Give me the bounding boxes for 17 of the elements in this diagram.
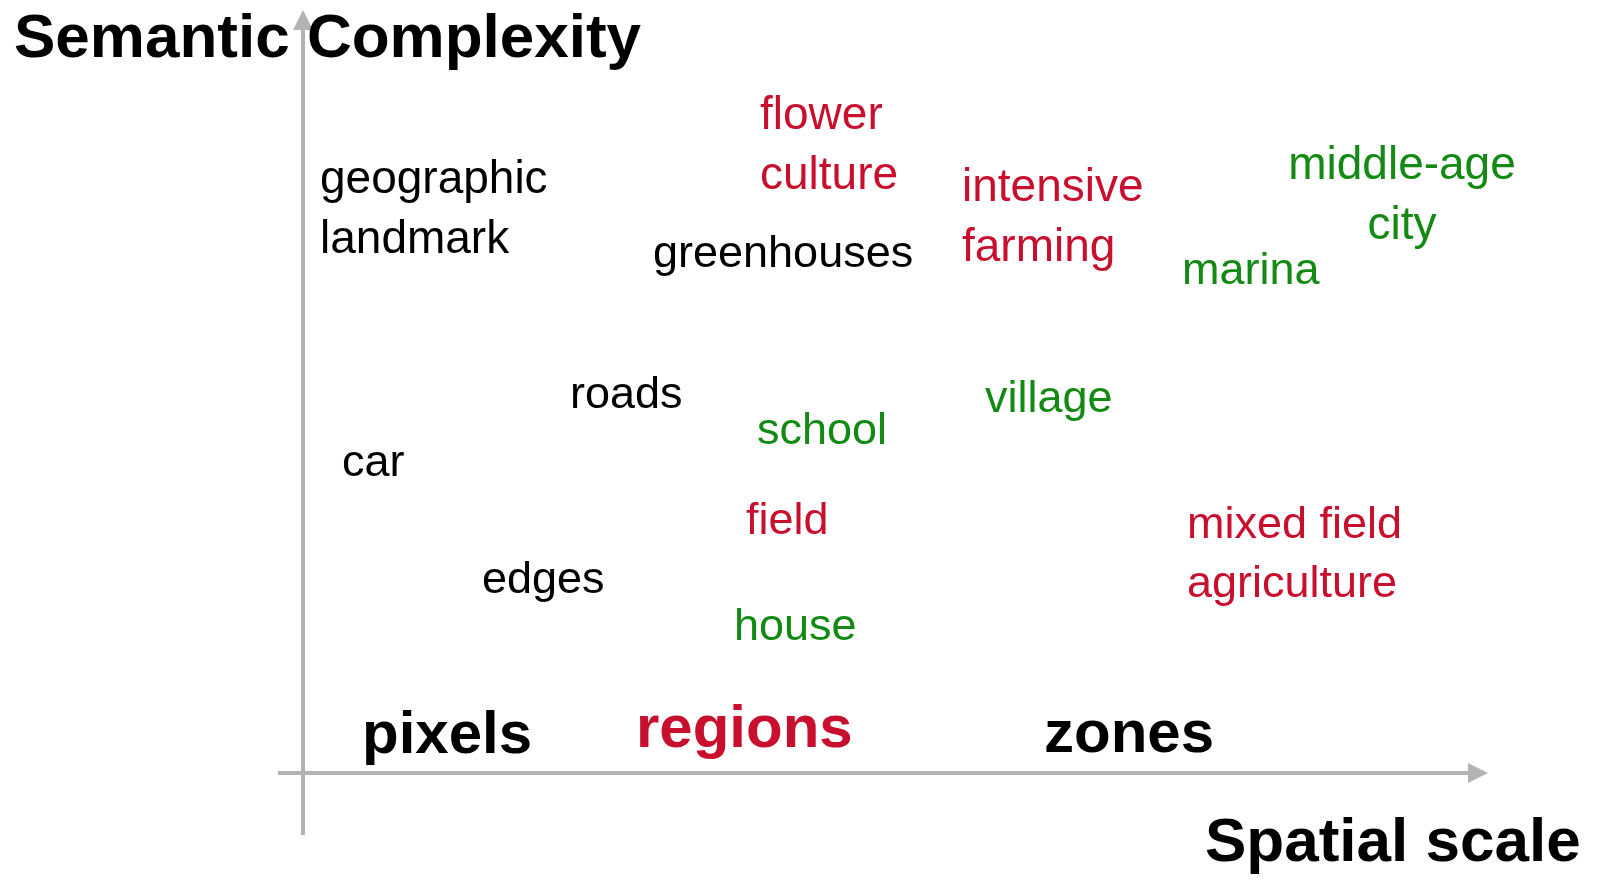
category-label: greenhouses [653,225,914,279]
category-label: village [985,370,1113,424]
category-label: mixed field agriculture [1187,496,1404,609]
scale-label: pixels [362,698,533,767]
category-label: edges [482,551,605,605]
scale-label: regions [636,692,853,761]
category-label: intensive farming [962,158,1145,273]
axis-title: Spatial scale [1205,804,1581,876]
axis-title: Semantic Complexity [14,0,642,72]
category-label: school [757,402,888,456]
scale-label: zones [1044,697,1215,766]
category-label: geographic landmark [320,150,549,265]
category-label: field [746,492,829,546]
category-label: car [342,434,405,488]
category-label: flower culture [760,86,900,201]
category-label: roads [570,366,683,420]
category-label: house [734,598,857,652]
